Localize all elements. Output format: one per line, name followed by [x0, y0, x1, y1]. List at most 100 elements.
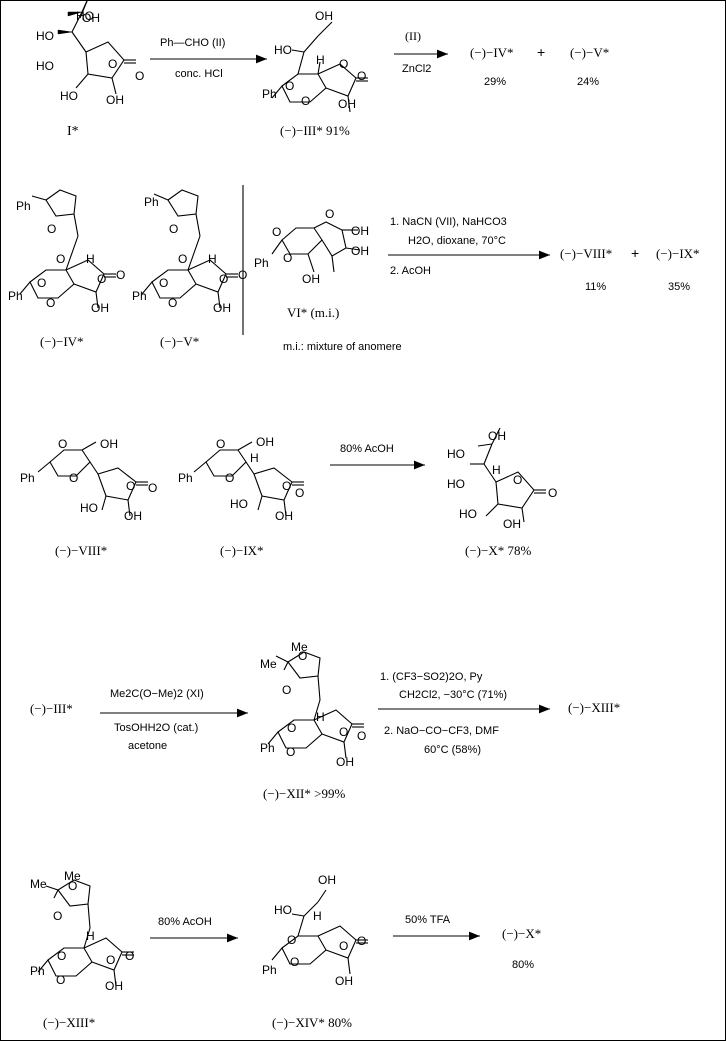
compound-IV-label: (−)−IV* — [40, 334, 84, 349]
atom-label: OH — [105, 979, 123, 993]
atom-label: HO — [36, 29, 54, 43]
atom-label: O — [298, 649, 307, 663]
atom-label: H — [492, 463, 501, 477]
compound-III-structure — [271, 21, 368, 113]
reagent-r4-above: 80% AcOH — [340, 443, 394, 455]
atom-label: HO — [274, 903, 292, 917]
compound-VIII-structure — [37, 441, 148, 517]
atom-label: O — [116, 268, 125, 282]
atom-label: Ph — [178, 471, 193, 485]
atom-label: O — [53, 909, 62, 923]
atom-label: O — [125, 949, 134, 963]
atom-label: O — [37, 276, 46, 290]
atom-label: H — [208, 252, 217, 266]
reagent-r6-line4: 60°C (58%) — [424, 744, 481, 756]
compound-IX-structure — [193, 441, 304, 517]
atom-label: O — [97, 272, 106, 286]
atom-label: HO — [36, 59, 54, 73]
atom-label: Ph — [16, 199, 31, 213]
atom-label: O — [548, 486, 557, 500]
atom-label: H — [250, 451, 259, 465]
reagent-r5-above: Me2C(O−Me)2 (XI) — [110, 688, 204, 700]
compound-XII-label: (−)−XII* >99% — [263, 786, 345, 801]
atom-label: O — [168, 296, 177, 310]
atom-label: O — [108, 57, 117, 71]
reagent-r3-line3: 2. AcOH — [390, 265, 431, 277]
atom-label: O — [325, 207, 334, 221]
atom-label: OH — [315, 9, 333, 23]
atom-label: OH — [256, 435, 274, 449]
atom-label: O — [339, 725, 348, 739]
compound-V-label: (−)−V* — [160, 334, 199, 349]
reagent-r6-line3: 2. NaO−CO−CF3, DMF — [384, 725, 499, 737]
reagent-r3-line2: H2O, dioxane, 70°C — [408, 235, 506, 247]
compound-XII-structure — [267, 651, 364, 759]
atom-label: O — [216, 437, 225, 451]
yield-IX: 35% — [668, 281, 690, 293]
yield-IV: 29% — [484, 76, 506, 88]
reagent-r1-above: Ph—CHO (II) — [160, 37, 225, 49]
compound-X-structure — [470, 427, 546, 523]
atom-label: Ph — [254, 256, 269, 270]
atom-label: O — [287, 933, 296, 947]
atom-label: H — [316, 53, 325, 67]
atom-label: O — [225, 471, 234, 485]
atom-label: OH — [488, 429, 506, 443]
atom-label: Me — [260, 657, 277, 671]
atom-label: O — [286, 745, 295, 759]
yield-X-final: 80% — [512, 959, 534, 971]
reagent-r2-below: ZnCl2 — [402, 63, 431, 75]
atom-label: HO — [60, 89, 78, 103]
atom-label: H — [86, 929, 95, 943]
atom-label: Ph — [260, 741, 275, 755]
mixture-note: m.i.: mixture of anomere — [283, 341, 402, 353]
atom-label: O — [126, 479, 135, 493]
atom-label: HO — [80, 501, 98, 515]
compound-IX-label: (−)−IX* — [220, 543, 264, 558]
atom-label: O — [339, 939, 348, 953]
atom-label: H — [316, 710, 325, 724]
compound-X-label: (−)−X* 78% — [465, 543, 531, 558]
compound-XIV-label: (−)−XIV* 80% — [272, 1015, 352, 1030]
reagent-r7-above: 80% AcOH — [158, 916, 212, 928]
product-XIII: (−)−XIII* — [568, 700, 620, 715]
atom-label: O — [148, 481, 157, 495]
atom-label: O — [282, 683, 291, 697]
atom-label: OH — [335, 974, 353, 988]
atom-label: HO — [230, 497, 248, 511]
atom-label: OH — [336, 755, 354, 769]
atom-label: Ph — [30, 964, 45, 978]
atom-label: O — [159, 276, 168, 290]
plus-sign: + — [631, 245, 639, 261]
atom-label: O — [513, 473, 522, 487]
compound-I-structure: HO — [57, 0, 136, 95]
atom-label: O — [68, 879, 77, 893]
product-IX: (−)−IX* — [656, 246, 700, 261]
compound-III-label: (−)−III* 91% — [280, 123, 350, 138]
compound-VIII-label: (−)−VIII* — [55, 543, 107, 558]
atom-label: OH — [100, 437, 118, 451]
atom-label: Ph — [262, 963, 277, 977]
product-VIII: (−)−VIII* — [560, 246, 612, 261]
atom-label: OH — [318, 873, 336, 887]
atom-label: O — [57, 949, 66, 963]
product-V: (−)−V* — [570, 45, 609, 60]
atom-label: O — [285, 79, 294, 93]
atom-label: HO — [447, 477, 465, 491]
atom-label: OH — [302, 272, 320, 286]
atom-label: Ph — [20, 471, 35, 485]
atom-label: O — [357, 934, 366, 948]
atom-label: O — [169, 222, 178, 236]
atom-label: OH — [351, 224, 369, 238]
yield-V: 24% — [577, 76, 599, 88]
atom-label: O — [46, 296, 55, 310]
atom-label: Me — [64, 869, 81, 883]
reagent-r5-below1: TosOHH2O (cat.) — [114, 722, 198, 734]
product-IV: (−)−IV* — [470, 45, 514, 60]
atom-label: O — [56, 973, 65, 987]
atom-label: H — [86, 252, 95, 266]
atom-label: OH — [91, 301, 109, 315]
compound-XIV-structure — [271, 889, 368, 975]
